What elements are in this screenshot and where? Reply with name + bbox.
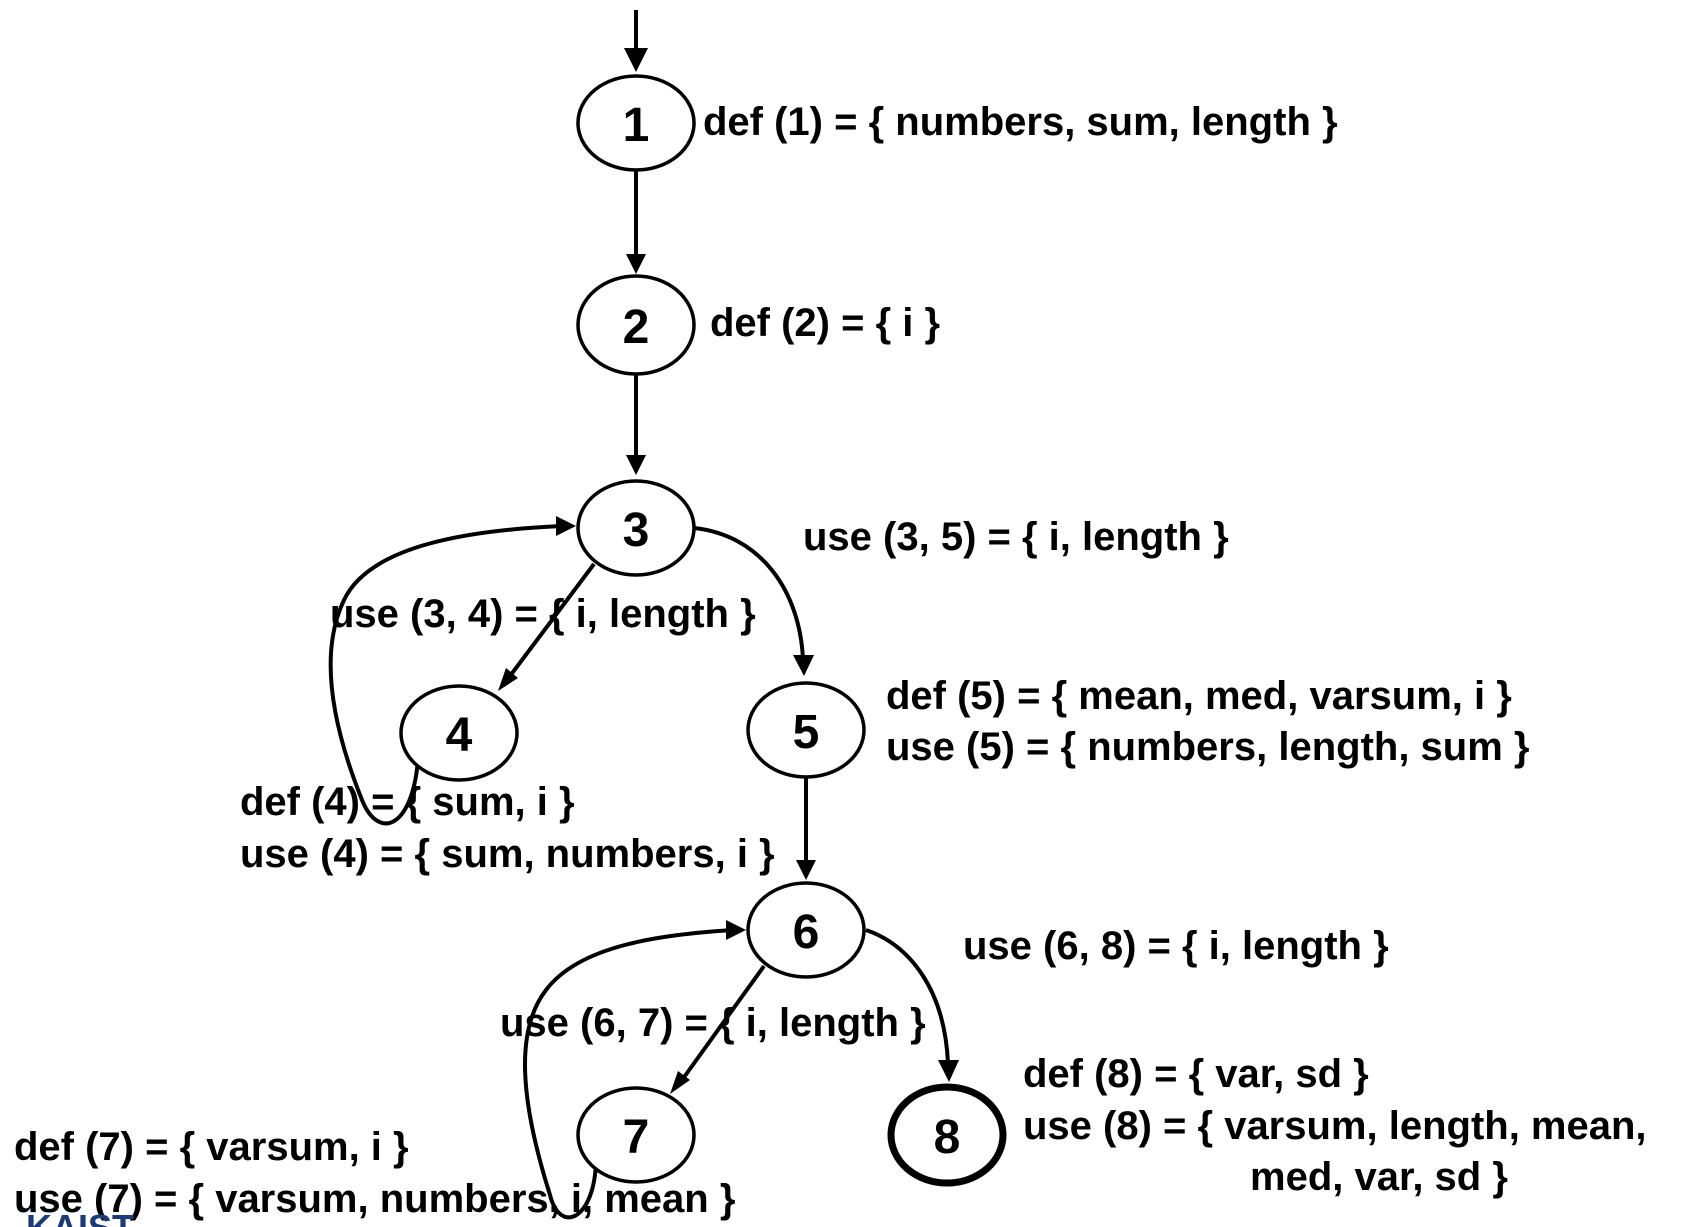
edge-4-3 [328, 524, 563, 826]
edge-6-8 [865, 928, 950, 1065]
use-3-4-label: use (3, 4) = { i, length } [330, 592, 756, 636]
arrowhead-3-5 [793, 655, 814, 676]
def-5-label: def (5) = { mean, med, varsum, i } [886, 674, 1512, 718]
edge-6-7 [680, 964, 766, 1082]
edge-7-6 [523, 928, 733, 1220]
use-8-label-line1: use (8) = { varsum, length, mean, [1023, 1104, 1647, 1148]
node-6: 6 [746, 881, 866, 979]
node-7-label: 7 [623, 1111, 650, 1164]
arrowhead-4-3 [556, 516, 576, 536]
kaist-logo: KAIST [26, 1207, 134, 1227]
node-7: 7 [576, 1086, 696, 1184]
use-8-label-line2: med, var, sd } [1250, 1155, 1508, 1199]
node-8: 8 [887, 1083, 1007, 1187]
node-2: 2 [576, 274, 696, 376]
use-4-label: use (4) = { sum, numbers, i } [240, 832, 775, 876]
node-5: 5 [746, 681, 866, 779]
node-8-label: 8 [934, 1111, 961, 1164]
def-4-label: def (4) = { sum, i } [240, 780, 575, 824]
use-6-8-label: use (6, 8) = { i, length } [963, 924, 1389, 968]
node-4: 4 [399, 684, 519, 782]
node-3-label: 3 [623, 504, 650, 557]
node-2-label: 2 [623, 301, 650, 354]
use-5-label: use (5) = { numbers, length, sum } [886, 725, 1529, 769]
def-1-label: def (1) = { numbers, sum, length } [703, 100, 1338, 144]
def-7-label: def (7) = { varsum, i } [14, 1125, 409, 1169]
use-7-label: use (7) = { varsum, numbers, i, mean } [14, 1177, 735, 1221]
arrowhead-1-2 [626, 254, 646, 274]
arrowhead-entry-1 [624, 48, 648, 72]
arrowhead-7-6 [726, 920, 746, 940]
edge-3-5 [693, 526, 805, 661]
edge-3-4 [508, 562, 596, 678]
arrowhead-6-7 [670, 1071, 690, 1094]
use-3-5-label: use (3, 5) = { i, length } [803, 515, 1229, 559]
nodes: 1 2 3 4 5 6 7 8 [399, 74, 1007, 1187]
node-1-label: 1 [623, 99, 650, 152]
use-6-7-label: use (6, 7) = { i, length } [500, 1001, 926, 1045]
node-5-label: 5 [793, 706, 820, 759]
def-2-label: def (2) = { i } [710, 301, 940, 345]
edges [328, 10, 959, 1220]
node-1: 1 [576, 74, 696, 172]
arrowhead-6-8 [938, 1060, 959, 1082]
arrowhead-2-3 [626, 455, 646, 475]
node-4-label: 4 [446, 709, 473, 762]
node-6-label: 6 [793, 906, 820, 959]
arrowhead-5-6 [796, 860, 816, 880]
def-8-label: def (8) = { var, sd } [1023, 1052, 1369, 1096]
node-3: 3 [576, 479, 696, 577]
arrowhead-3-4 [498, 668, 518, 691]
annotations: def (1) = { numbers, sum, length } def (… [14, 100, 1647, 1221]
